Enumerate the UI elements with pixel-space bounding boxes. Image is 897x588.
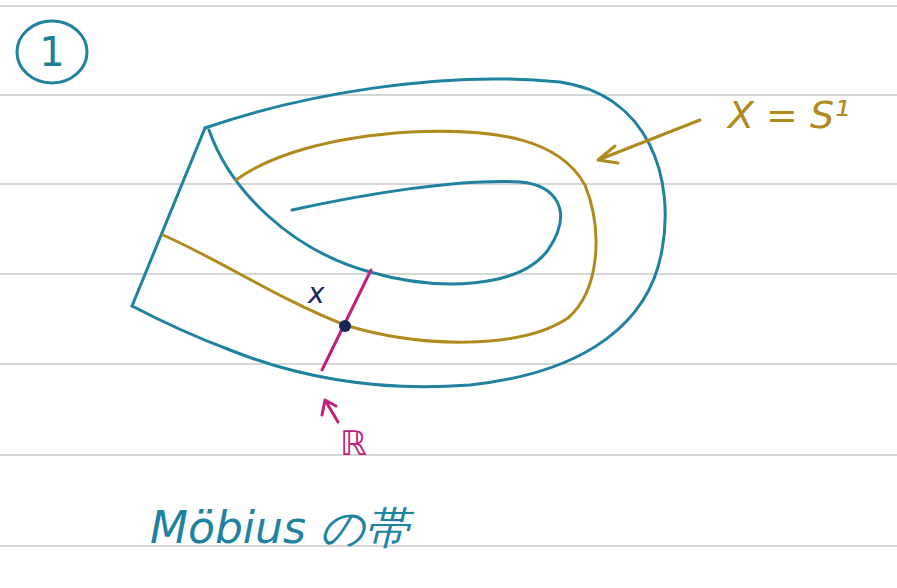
- fiber-line: [322, 270, 371, 370]
- fiber-label: ℝ: [340, 426, 367, 460]
- circled-number: 1: [14, 18, 90, 86]
- callout-number: 1: [39, 32, 64, 72]
- ruled-lines: [0, 6, 897, 546]
- mobius-band: [132, 79, 665, 387]
- leader-arrow: [598, 120, 700, 163]
- point-dot: [339, 320, 351, 332]
- leader-arrow: [322, 400, 338, 422]
- space-label: X = S¹: [728, 96, 849, 134]
- point-label: x: [308, 280, 325, 308]
- title-note: Möbius の帯: [150, 506, 409, 550]
- circle-x: [163, 131, 596, 342]
